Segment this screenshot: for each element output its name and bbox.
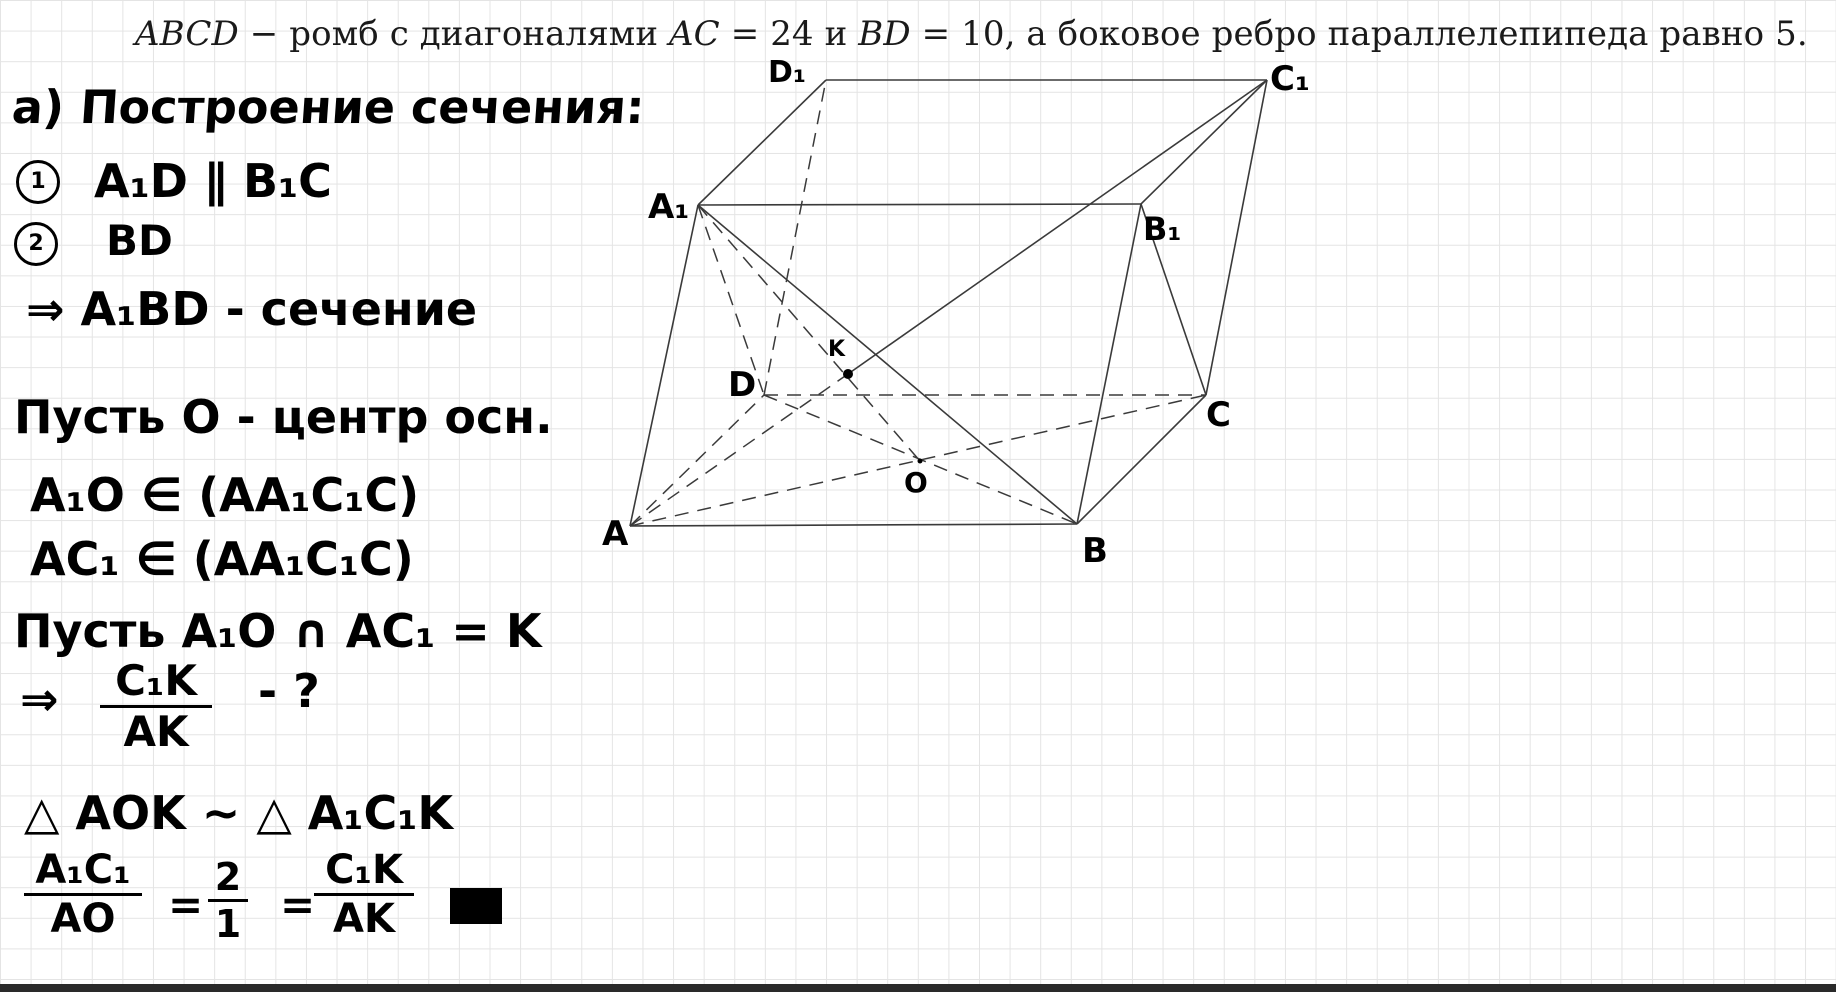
let-k-intersection: Пусть A₁O ∩ AC₁ = K <box>14 604 542 658</box>
a1o-in-plane: A₁O ∈ (AA₁C₁C) <box>30 468 420 522</box>
label-a1: A₁ <box>648 187 689 227</box>
segment-a1-b <box>697 204 1078 525</box>
eq-fraction-3-den: AK <box>333 896 395 942</box>
problem-text-1: − ромб с диагоналями <box>238 14 670 54</box>
eq-fraction-1: A₁C₁ AO <box>24 850 142 939</box>
label-o: O <box>904 466 928 499</box>
eq-fraction-2-bar <box>208 899 248 902</box>
similar-triangles: △ AOK ~ △ A₁C₁K <box>24 786 454 840</box>
step2-text: BD <box>106 216 173 265</box>
label-b: B <box>1082 531 1108 571</box>
eq-fraction-1-bar <box>24 893 142 896</box>
step1-number: 1 <box>16 160 60 204</box>
problem-rhombus-name: ABCD <box>135 14 239 54</box>
ratio-arrow: ⇒ <box>20 672 59 726</box>
eq-sign-2: = <box>280 880 316 929</box>
label-d: D <box>728 365 756 405</box>
eq-fraction-2-den: 1 <box>214 902 242 946</box>
edge-c-c1 <box>1205 79 1268 396</box>
let-o-center: Пусть O - центр осн. <box>14 390 553 444</box>
problem-diag-bd: BD <box>858 14 911 54</box>
ratio-bar <box>100 705 212 708</box>
problem-text-3: = 10, а боковое ребро параллелепипеда ра… <box>910 14 1808 54</box>
edge-a1-b1 <box>697 203 1142 206</box>
hidden-edge-a-d <box>629 394 765 527</box>
hidden-a1-o <box>697 204 921 462</box>
segment-c1-k-visible <box>847 79 1268 375</box>
problem-text-2: = 24 и <box>719 14 859 54</box>
edge-b-c <box>1076 394 1207 525</box>
eq-fraction-3-num: C₁K <box>325 847 403 893</box>
eq-fraction-1-num: A₁C₁ <box>35 847 131 893</box>
eq-fraction-2-num: 2 <box>214 855 242 899</box>
edge-b1-c <box>1140 203 1207 396</box>
ac1-in-plane: AC₁ ∈ (AA₁C₁C) <box>30 532 414 586</box>
point-o-dot <box>917 458 923 464</box>
step1-text: A₁D ∥ B₁C <box>94 154 332 208</box>
qed-block <box>450 888 502 924</box>
label-b1: B₁ <box>1143 210 1181 248</box>
label-a: A <box>602 514 629 554</box>
section-conclusion: ⇒ A₁BD - сечение <box>26 282 478 336</box>
problem-diag-ac: AC <box>669 14 720 54</box>
label-k: K <box>828 337 846 362</box>
bottom-border <box>0 984 1836 992</box>
ratio-question: - ? <box>258 664 320 718</box>
edge-a-b <box>629 523 1078 527</box>
hidden-edge-d-d1 <box>763 79 827 396</box>
label-d1: D₁ <box>768 55 806 90</box>
eq-sign-1: = <box>168 880 204 929</box>
eq-fraction-1-den: AO <box>50 896 116 942</box>
step2-number: 2 <box>14 222 58 266</box>
eq-fraction-3-bar <box>314 893 414 896</box>
edge-a-a1 <box>629 204 699 527</box>
edge-b1-c1 <box>1140 79 1268 205</box>
eq-fraction-3: C₁K AK <box>314 850 414 939</box>
hidden-a-c <box>629 394 1207 527</box>
edge-d1-a1 <box>697 79 827 206</box>
edge-b-b1 <box>1076 203 1142 525</box>
point-k-dot <box>843 369 853 379</box>
problem-statement: ABCD − ромб с диагоналями AC = 24 и BD =… <box>135 14 1808 54</box>
label-c1: C₁ <box>1270 59 1310 99</box>
ratio-numerator: C₁K <box>115 656 197 705</box>
ratio-fraction: C₁K AK <box>100 660 212 753</box>
eq-fraction-2: 2 1 <box>208 858 248 943</box>
label-c: C <box>1206 395 1231 435</box>
ratio-denominator: AK <box>123 707 189 756</box>
hidden-a1-d <box>697 204 765 396</box>
